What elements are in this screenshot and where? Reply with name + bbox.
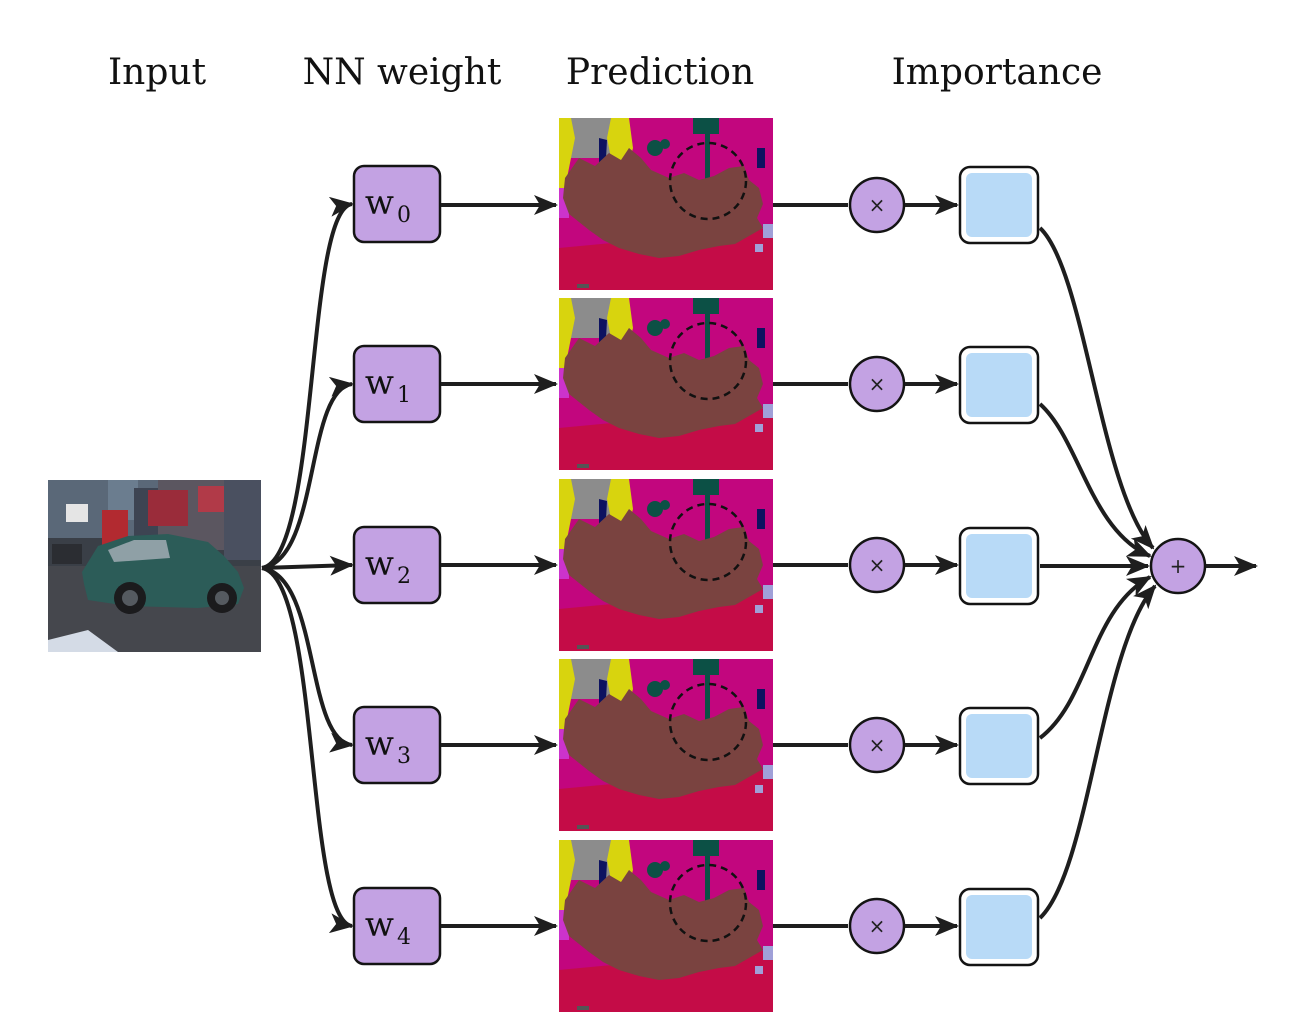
- highlight-circle-2: [668, 502, 748, 582]
- importance-fill-2: [966, 534, 1032, 598]
- multiply-node-3: [848, 716, 906, 774]
- input-image: [48, 480, 261, 652]
- multiply-symbol-2: ×: [869, 553, 886, 577]
- weight-label-3: w: [365, 724, 394, 764]
- row-1: w 1 ×: [352, 298, 1040, 470]
- highlight-circle-3: [668, 682, 748, 762]
- multiply-node-0: [848, 176, 906, 234]
- prediction-header: Prediction: [566, 52, 754, 93]
- weight-node-3: [352, 705, 442, 785]
- multiply-symbol-4: ×: [869, 914, 886, 938]
- edge-input-to-w2: [261, 555, 354, 576]
- input-header: Input: [108, 52, 207, 93]
- weight-subscript-4: 4: [397, 925, 411, 950]
- multiply-node-4: [848, 897, 906, 955]
- weight-node-4: [352, 886, 442, 966]
- edge-importance3-to-sum: [1038, 575, 1152, 740]
- importance-fill-1: [966, 353, 1032, 417]
- multiply-symbol-3: ×: [869, 733, 886, 757]
- weight-label-4: w: [365, 905, 394, 945]
- importance-fill-3: [966, 714, 1032, 778]
- sum-symbol: +: [1170, 554, 1187, 578]
- edge-input-to-w3: [261, 566, 354, 753]
- row-2: w 2 ×: [352, 479, 1040, 651]
- weight-node-2: [352, 525, 442, 605]
- edge-importance1-to-sum: [1038, 402, 1152, 558]
- prediction-image-1: [559, 298, 773, 470]
- weight-subscript-2: 2: [397, 564, 411, 589]
- weight-node-0: [352, 164, 442, 244]
- weight-node-1: [352, 344, 442, 424]
- nn-weight-header: NN weight: [303, 52, 502, 93]
- edge-importance0-to-sum: [1038, 226, 1155, 550]
- highlight-circle-4: [668, 863, 748, 943]
- multiply-node-1: [848, 355, 906, 413]
- weight-subscript-0: 0: [397, 203, 411, 228]
- edge-importance4-to-sum: [1038, 584, 1157, 920]
- weight-subscript-3: 3: [397, 744, 411, 769]
- weight-label-1: w: [365, 363, 394, 403]
- sum-node: [1149, 537, 1207, 595]
- row-0: w 0 ×: [352, 118, 1040, 290]
- weight-subscript-1: 1: [397, 383, 411, 408]
- highlight-circle-1: [668, 321, 748, 401]
- prediction-image-3: [559, 659, 773, 831]
- edge-input-to-w0: [261, 197, 354, 570]
- importance-fill-4: [966, 895, 1032, 959]
- prediction-image-0: [559, 118, 773, 290]
- row-3: w 3 ×: [352, 659, 1040, 831]
- importance-header: Importance: [892, 52, 1103, 93]
- weight-label-0: w: [365, 183, 394, 223]
- multiply-symbol-1: ×: [869, 372, 886, 396]
- weight-label-2: w: [365, 544, 394, 584]
- edge-input-to-w4: [261, 566, 354, 933]
- multiply-symbol-0: ×: [869, 193, 886, 217]
- edge-input-to-w1: [261, 376, 354, 570]
- prediction-image-4: [559, 840, 773, 1012]
- highlight-circle-0: [668, 141, 748, 221]
- multiply-node-2: [848, 536, 906, 594]
- row-4: w 4 ×: [352, 840, 1040, 1012]
- prediction-image-2: [559, 479, 773, 651]
- importance-fill-0: [966, 173, 1032, 237]
